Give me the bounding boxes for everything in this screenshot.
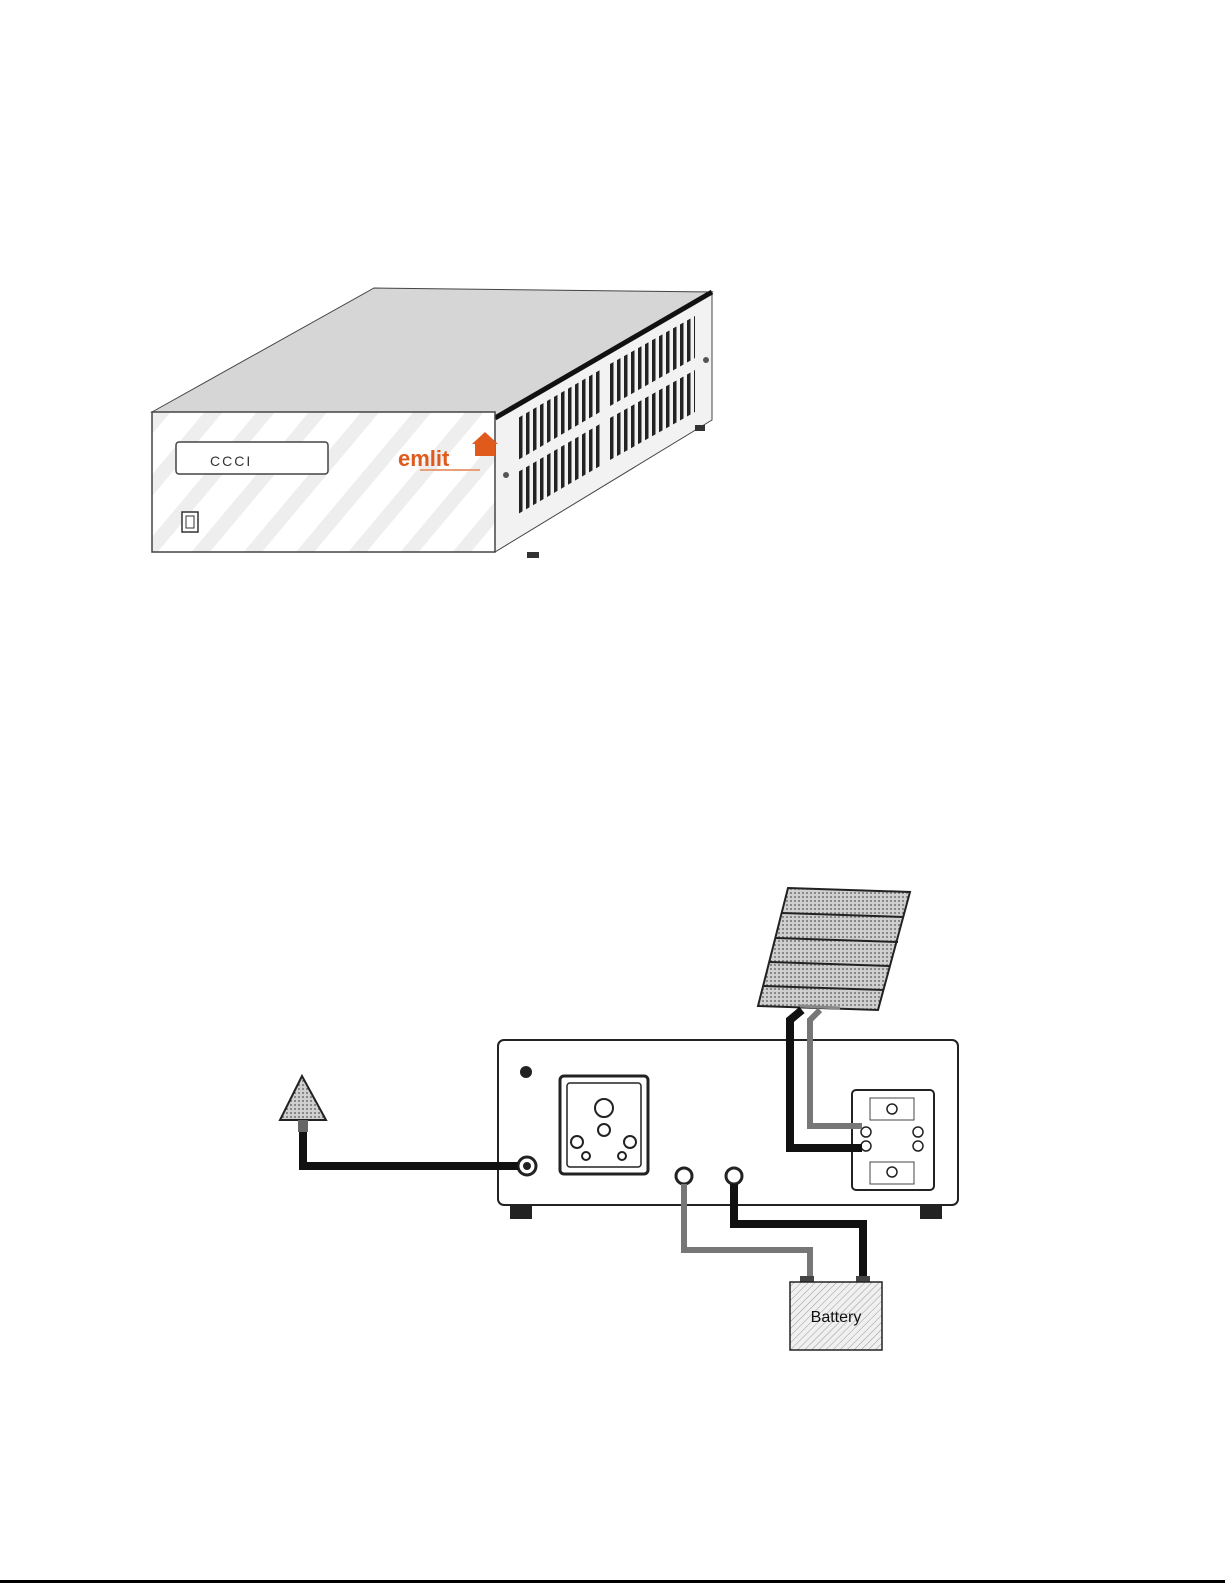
battery-icon: Battery xyxy=(790,1276,882,1350)
wiring-diagram: Battery xyxy=(270,880,980,1360)
display-text: CCCI xyxy=(210,453,252,469)
power-switch-icon xyxy=(182,512,198,532)
display-window: CCCI xyxy=(176,442,328,474)
product-illustration: CCCI emlit xyxy=(140,240,720,565)
page-bottom-rule xyxy=(0,1580,1225,1583)
battery-label: Battery xyxy=(811,1309,862,1326)
ac-socket-icon xyxy=(560,1076,648,1174)
inverter-rear-panel xyxy=(498,1040,958,1219)
terminal-block xyxy=(852,1090,934,1190)
solar-panel-icon xyxy=(758,888,910,1010)
lamp-icon xyxy=(280,1076,326,1132)
brand-text: emlit xyxy=(398,446,450,471)
